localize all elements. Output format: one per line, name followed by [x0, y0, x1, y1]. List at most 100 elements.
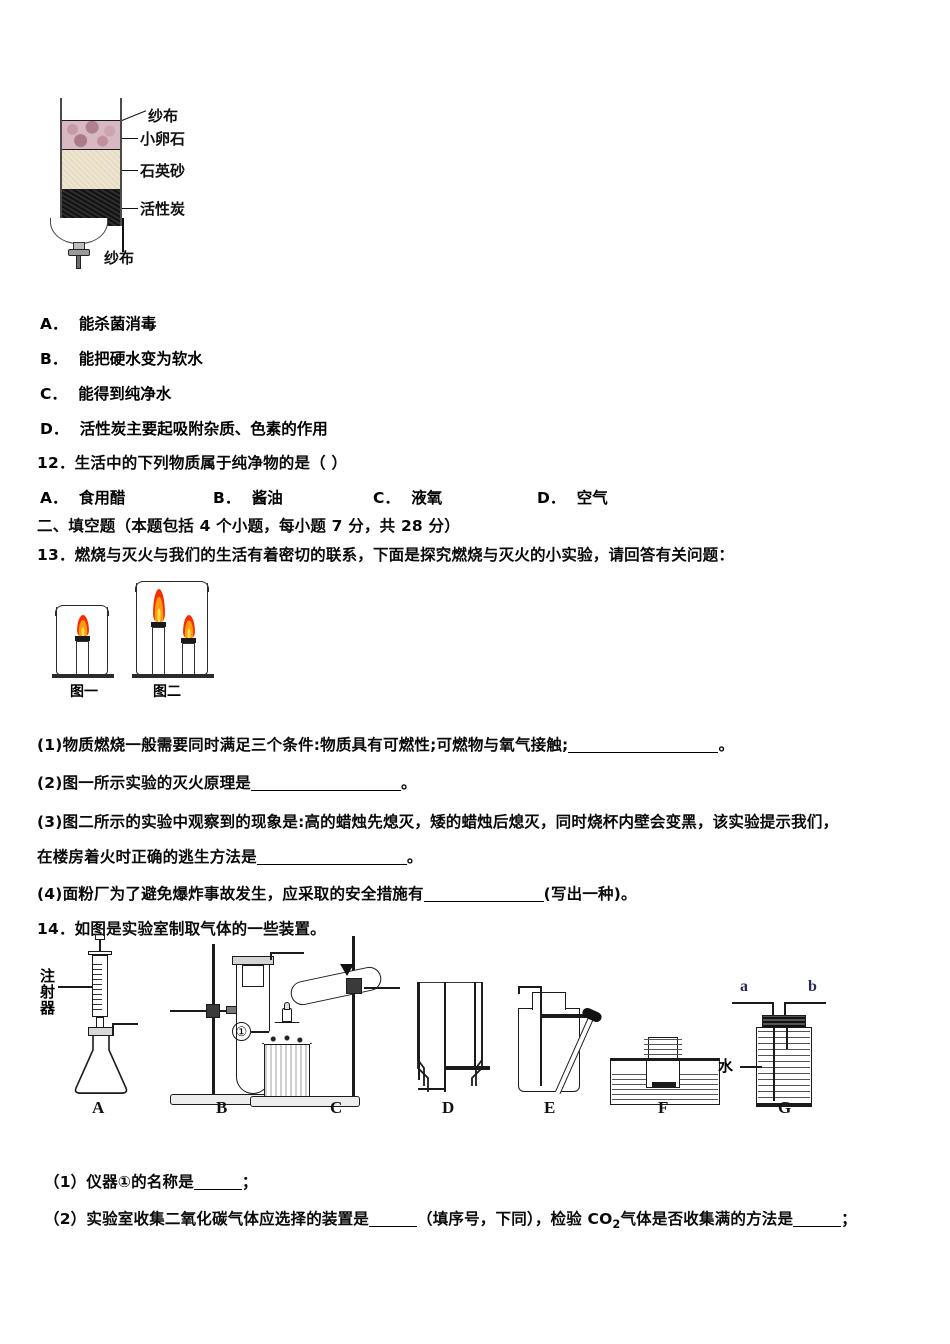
q13-part3-line2: 在楼房着火时正确的逃生方法是 。 [37, 845, 423, 867]
wick-cap-short-candle [181, 638, 196, 643]
delivery-tube-a-horiz [112, 1023, 138, 1025]
conical-flask-a-outline [74, 1036, 128, 1094]
bottle-e-top-line [542, 1014, 594, 1018]
figure-caption-one: 图一 [70, 684, 98, 700]
q13-part3-line1: (3)图二所示的实验中观察到的现象是:高的蜡烛先熄灭，矮的蜡烛后熄灭，同时烧杯内… [37, 810, 838, 832]
leader-line-carbon [122, 208, 138, 210]
bottle-e-neck [532, 992, 566, 1010]
tube-a-horiz-g [732, 1002, 774, 1005]
q13-part3-label: (3) [37, 813, 63, 831]
leader-line-gauze-top [121, 110, 147, 122]
q12-option-b-text: 酱油 [251, 489, 283, 507]
delivery-tube-e-drop [518, 986, 521, 994]
q13-part3-blank[interactable] [256, 864, 407, 865]
q13-part4-blank[interactable] [423, 901, 544, 902]
q14-part2: （2）实验室收集二氧化碳气体应选择的装置是（填序号，下同），检验 CO2气体是否… [44, 1207, 857, 1231]
inner-tube-b [242, 965, 264, 987]
delivery-tube-d [444, 982, 447, 1092]
tube-a-vert-g [772, 1002, 775, 1018]
q14-part1: （1）仪器①的名称是； [44, 1170, 258, 1192]
candle-short [182, 643, 195, 675]
q11-option-c-text: 能得到纯净水 [78, 385, 172, 403]
q14-part2-label: （2） [44, 1210, 87, 1228]
gas-jar-d-left-wall [418, 982, 421, 1080]
q14-part2-sub: 2 [612, 1218, 621, 1232]
lamp-liquid-c [264, 1034, 310, 1044]
q13-part4-label: (4) [37, 885, 63, 903]
q11-option-a-text: 能杀菌消毒 [78, 315, 157, 333]
clamp-arrow-icon-c [340, 964, 354, 976]
q14-part1-text: 仪器①的名称是 [86, 1173, 194, 1191]
inner-long-tube-g [773, 1027, 775, 1101]
bench-figure-two [132, 674, 214, 678]
test-tube-c [288, 964, 384, 1008]
q12-option-c-tag: C． [373, 489, 400, 507]
delivery-tube-a-vert [112, 1023, 114, 1036]
q13-part1-end: 。 [718, 736, 735, 754]
q12-option-d-text: 空气 [576, 489, 608, 507]
q14-part2-mid: （填序号，下同），检验 CO [417, 1210, 613, 1228]
beaker-figure-two [135, 581, 209, 675]
q14-part1-blank[interactable] [193, 1189, 242, 1190]
q12-option-a-text: 食用醋 [78, 489, 126, 507]
water-leader-line-g [740, 1066, 762, 1068]
gas-jar-d-right-wall [474, 982, 477, 1068]
apparatus-label-d: D [442, 1098, 455, 1117]
purifier-wall-left [60, 98, 62, 226]
collect-bottle-f-liquid [644, 1037, 682, 1059]
q13-part3-end: 。 [406, 848, 423, 866]
delivery-tube-b-vert [270, 952, 272, 960]
gas-jar-d-base-line [446, 1066, 490, 1070]
q13-part1-blank[interactable] [568, 752, 719, 753]
apparatus-label-g: G [778, 1098, 792, 1117]
water-purifier-figure: 纱布 小卵石 石英砂 活性炭 纱布 [48, 92, 278, 282]
q12-option-c-text: 液氧 [411, 489, 443, 507]
circle-marker-leader [251, 1031, 269, 1033]
q13-part2-blank[interactable] [250, 790, 401, 791]
q13-part3-text2: 在楼房着火时正确的逃生方法是 [37, 848, 257, 866]
flask-svg-a [74, 1036, 128, 1094]
stand-clamp-arm-b [170, 1010, 232, 1013]
q13-part2-label: (2) [37, 774, 63, 792]
delivery-tube-e-vert [540, 986, 543, 1086]
purifier-label-activated-carbon: 活性炭 [140, 200, 186, 218]
q14-part2-end: ； [841, 1210, 857, 1228]
q11-option-c-tag: C． [40, 385, 67, 403]
wick-cap-figure-one [75, 636, 90, 641]
delivery-tube-c [364, 987, 400, 989]
gas-jar-d-svg [417, 982, 483, 1092]
q11-option-d-tag: D． [40, 420, 69, 438]
q12-option-a: A． 食用醋 [40, 486, 125, 508]
q12-option-a-tag: A． [40, 489, 68, 507]
q13-part4-end: (写出一种)。 [543, 885, 637, 903]
stand-clamp-knob-c [346, 978, 362, 994]
candle-experiment-figure: 图一 图二 [48, 575, 278, 700]
apparatus-label-e: E [544, 1098, 556, 1117]
candle-figure-one [76, 641, 89, 675]
wick-cap-tall-candle [151, 622, 166, 627]
flame-figure-one [77, 615, 89, 637]
q14-part2-text: 实验室收集二氧化碳气体应选择的装置是 [86, 1210, 369, 1228]
q13-part1-text: 物质燃烧一般需要同时满足三个条件:物质具有可燃性;可燃物与氧气接触; [62, 736, 569, 754]
q11-option-a: A． 能杀菌消毒 [40, 312, 156, 334]
bottle-base-g [756, 1103, 812, 1107]
stand-rod-b [212, 944, 215, 1102]
leader-line-sand [122, 170, 138, 172]
stand-clamp-knob-b [206, 1004, 220, 1018]
q11-option-d-text: 活性炭主要起吸附杂质、色素的作用 [79, 420, 328, 438]
q13-part2-text: 图一所示实验的灭火原理是 [62, 774, 251, 792]
lamp-cap-c [284, 1002, 290, 1010]
q13-part1-label: (1) [37, 736, 63, 754]
apparatus-label-f: F [658, 1098, 669, 1117]
q14-part2-blank2[interactable] [793, 1226, 842, 1227]
flame-short-candle [183, 615, 195, 639]
purifier-label-pebbles: 小卵石 [140, 130, 186, 148]
q12-option-b-tag: B． [213, 489, 241, 507]
q14-stem: 14．如图是实验室制取气体的一些装置。 [37, 920, 326, 938]
trough-rim-f [610, 1058, 720, 1061]
bottle-e-body [518, 1008, 580, 1092]
leader-line-pebbles [122, 138, 138, 140]
q13-part3-text: 图二所示的实验中观察到的现象是:高的蜡烛先熄灭，矮的蜡烛后熄灭，同时烧杯内壁会变… [62, 813, 839, 831]
q14-part2-blank1[interactable] [369, 1226, 417, 1227]
q12-option-b: B． 酱油 [213, 486, 283, 508]
